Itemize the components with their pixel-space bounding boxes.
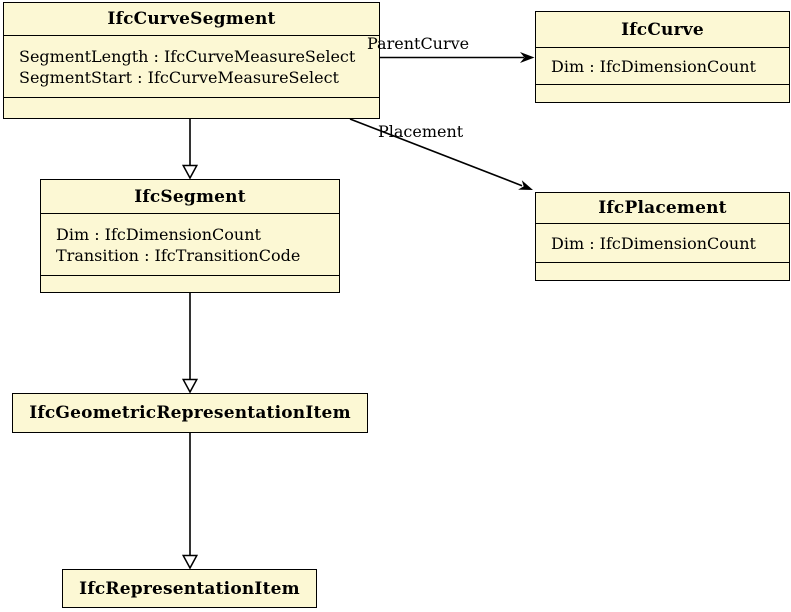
class-attributes-compartment: Dim : IfcDimensionCount Transition : Ifc… xyxy=(41,213,339,275)
class-box-ifcgeometricrepresentationitem[interactable]: IfcGeometricRepresentationItem xyxy=(12,393,368,433)
class-name: IfcCurve xyxy=(621,19,704,40)
class-footer-compartment xyxy=(536,84,789,102)
class-attributes-compartment: SegmentLength : IfcCurveMeasureSelect Se… xyxy=(4,35,379,97)
class-attribute: SegmentStart : IfcCurveMeasureSelect xyxy=(19,67,339,87)
class-attributes-compartment: Dim : IfcDimensionCount xyxy=(536,47,789,84)
class-footer-compartment xyxy=(41,275,339,292)
generalization-arrowhead-icon xyxy=(181,378,199,394)
class-attribute: SegmentLength : IfcCurveMeasureSelect xyxy=(19,46,356,66)
class-footer-compartment xyxy=(536,262,789,280)
class-name: IfcRepresentationItem xyxy=(79,578,300,599)
class-box-ifccurve[interactable]: IfcCurve Dim : IfcDimensionCount xyxy=(535,11,790,103)
class-name: IfcGeometricRepresentationItem xyxy=(29,403,351,423)
class-box-ifcplacement[interactable]: IfcPlacement Dim : IfcDimensionCount xyxy=(535,192,790,281)
class-box-ifcrepresentationitem[interactable]: IfcRepresentationItem xyxy=(62,569,317,608)
class-attribute: Transition : IfcTransitionCode xyxy=(56,245,301,265)
class-name: IfcPlacement xyxy=(598,198,727,218)
class-footer-compartment xyxy=(4,97,379,118)
association-label-placement: Placement xyxy=(378,122,464,141)
association-arrowhead-icon xyxy=(520,52,535,63)
class-box-ifcsegment[interactable]: IfcSegment Dim : IfcDimensionCount Trans… xyxy=(40,179,340,293)
class-attribute: Dim : IfcDimensionCount xyxy=(56,224,261,244)
generalization-arrowhead-icon xyxy=(181,164,199,180)
class-name: IfcSegment xyxy=(134,186,246,207)
association-arrowhead-icon xyxy=(518,180,533,190)
class-box-ifccurvesegment[interactable]: IfcCurveSegment SegmentLength : IfcCurve… xyxy=(3,2,380,119)
class-attribute: Dim : IfcDimensionCount xyxy=(551,233,756,253)
generalization-arrowhead-icon xyxy=(181,554,199,570)
class-attributes-compartment: Dim : IfcDimensionCount xyxy=(536,223,789,262)
association-label-parentcurve: ParentCurve xyxy=(367,34,470,53)
class-name: IfcCurveSegment xyxy=(107,9,276,29)
class-attribute: Dim : IfcDimensionCount xyxy=(551,56,756,76)
